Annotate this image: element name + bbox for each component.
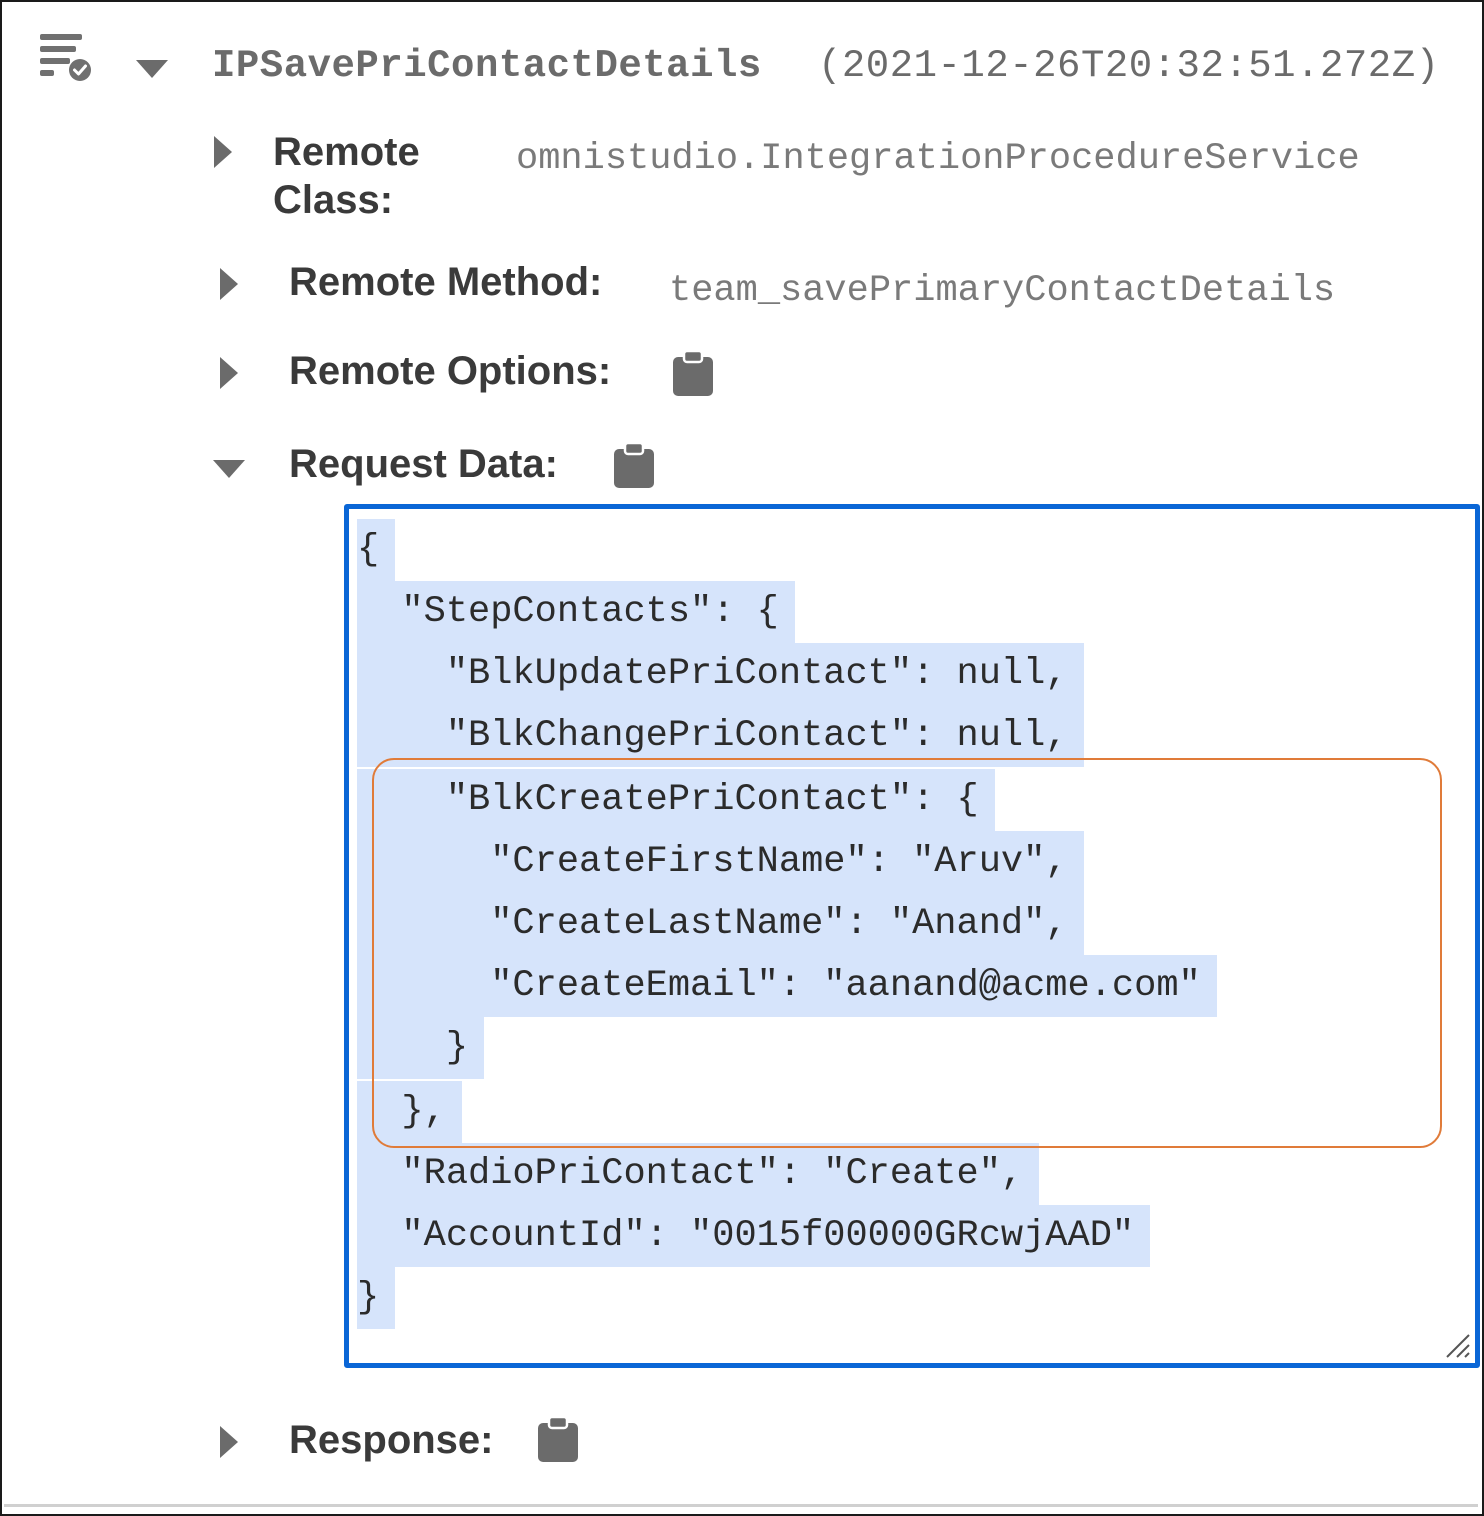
response-label: Response:	[289, 1418, 494, 1462]
code-line: "CreateLastName": "Anand",	[357, 893, 1084, 955]
integration-procedure-name: IPSavePriContactDetails	[212, 44, 762, 88]
clipboard-icon[interactable]	[612, 442, 656, 490]
request-data-label: Request Data:	[289, 442, 558, 486]
divider	[4, 1504, 1478, 1507]
code-line: {	[357, 519, 396, 581]
remote-method-value: team_savePrimaryContactDetails	[669, 270, 1336, 312]
code-line: "CreateFirstName": "Aruv",	[357, 831, 1084, 893]
code-line: "RadioPriContact": "Create",	[357, 1143, 1040, 1205]
code-line: "BlkChangePriContact": null,	[357, 705, 1084, 767]
execution-timestamp: (2021-12-26T20:32:51.272Z)	[818, 44, 1440, 88]
code-line: "CreateEmail": "aanand@acme.com"	[357, 955, 1217, 1017]
code-line: "BlkUpdatePriContact": null,	[357, 643, 1084, 705]
remote-options-label: Remote Options:	[289, 349, 612, 393]
log-check-icon	[40, 34, 91, 81]
clipboard-icon[interactable]	[671, 350, 715, 398]
expand-chevron-icon[interactable]	[218, 355, 240, 391]
collapse-chevron-icon[interactable]	[136, 58, 168, 80]
code-line: "AccountId": "0015f00000GRcwjAAD"	[357, 1205, 1151, 1267]
clipboard-icon[interactable]	[536, 1416, 580, 1464]
remote-class-value: omnistudio.IntegrationProcedureService	[516, 138, 1360, 180]
code-line: }	[357, 1267, 396, 1329]
code-line: },	[357, 1081, 462, 1143]
expand-chevron-icon[interactable]	[218, 1424, 240, 1460]
code-line: }	[357, 1017, 485, 1079]
code-line: "BlkCreatePriContact": {	[357, 769, 995, 831]
remote-method-label: Remote Method:	[289, 260, 603, 304]
remote-class-label: Remote Class:	[273, 130, 420, 222]
code-line: "StepContacts": {	[357, 581, 795, 643]
expand-chevron-icon[interactable]	[212, 134, 234, 170]
expand-chevron-icon[interactable]	[218, 266, 240, 302]
resize-grip-icon[interactable]	[1443, 1331, 1471, 1359]
collapse-chevron-icon[interactable]	[212, 458, 246, 480]
request-data-textarea[interactable]: { "StepContacts": { "BlkUpdatePriContact…	[344, 504, 1480, 1368]
